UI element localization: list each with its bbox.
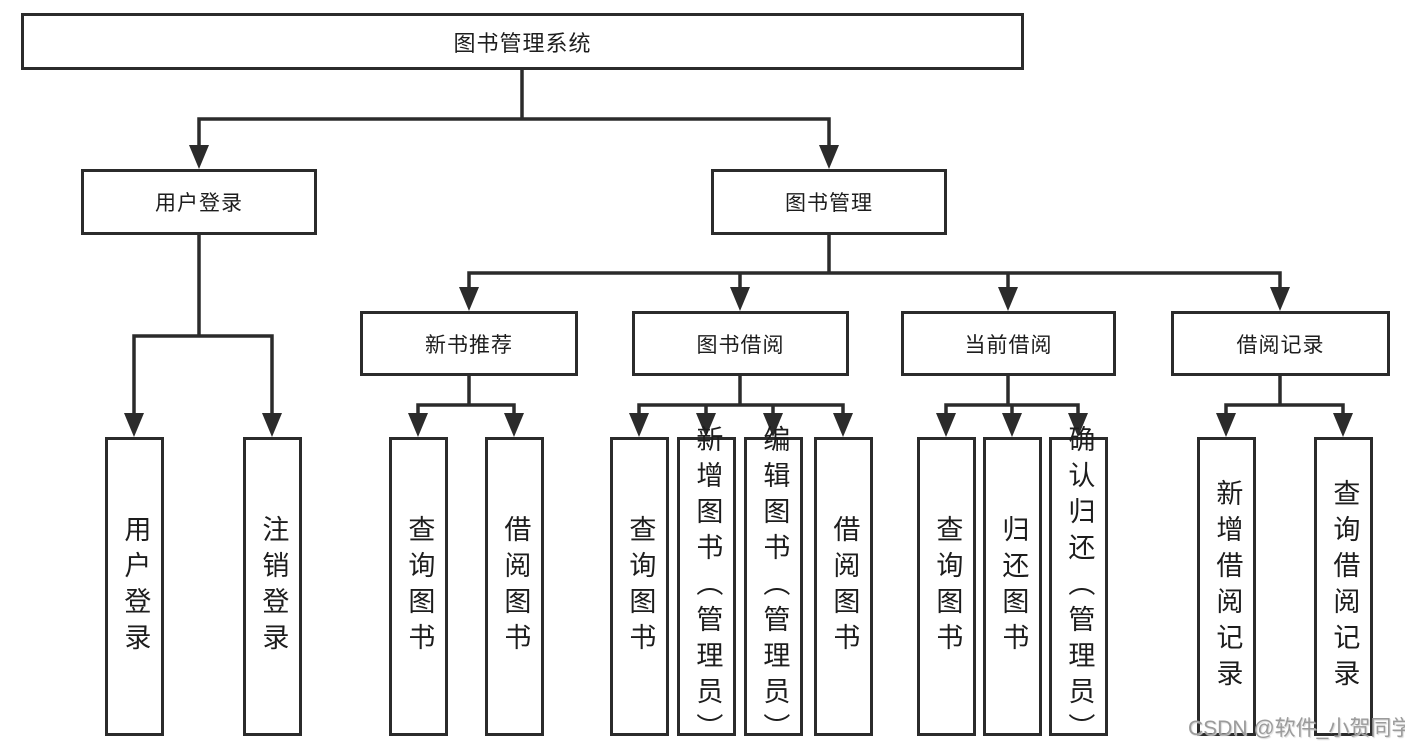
arrowhead [1002,413,1022,437]
arrowhead [936,413,956,437]
node-book-borrowing: 图书借阅 [632,311,849,376]
arrowhead [504,413,524,437]
node-edit-books-admin: 编辑图书（管理员） [744,425,803,747]
arrowhead [833,413,853,437]
node-label: 借阅图书 [500,514,531,659]
node-label: 借阅图书 [829,514,860,659]
node-borrowing-records: 借阅记录 [1171,311,1390,376]
node-add-borrow-record: 新增借阅记录 [1197,437,1256,736]
node-label: 用户登录 [155,192,243,215]
node-user-login-leaf: 用户登录 [105,437,164,736]
node-label: 新增图书（管理员） [692,424,723,747]
node-borrow-books-1: 借阅图书 [485,437,544,736]
node-label: 查询图书 [932,514,963,659]
node-label: 查询图书 [625,514,656,659]
node-query-borrow-record: 查询借阅记录 [1314,437,1373,736]
node-label: 当前借阅 [964,333,1053,357]
arrowhead [1068,413,1088,437]
node-current-borrowing: 当前借阅 [901,311,1116,376]
arrowhead [819,145,839,169]
arrowhead [730,287,750,311]
arrowhead [1216,413,1236,437]
connector-book-mgmt-branch [467,232,1282,291]
node-label: 图书管理系统 [453,30,592,56]
node-book-management: 图书管理 [711,169,947,235]
arrowhead [124,413,144,437]
node-logout: 注销登录 [243,437,302,736]
node-label: 归还图书 [998,514,1029,659]
arrowhead [1333,413,1353,437]
node-add-books-admin: 新增图书（管理员） [677,425,736,747]
node-query-books-2: 查询图书 [610,437,669,736]
connector-book-borrow-branch [637,373,845,417]
connector-user-login-branch [132,232,274,416]
node-label: 借阅记录 [1236,333,1325,357]
node-label: 查询借阅记录 [1329,478,1360,695]
node-return-books: 归还图书 [983,437,1042,736]
node-borrow-books-2: 借阅图书 [814,437,873,736]
node-label: 查询图书 [404,514,435,659]
node-label: 新增借阅记录 [1212,478,1243,695]
arrowhead [459,287,479,311]
node-label: 确认归还（管理员） [1064,424,1095,747]
arrowhead [1270,287,1290,311]
connector-new-book-rec-branch [416,373,516,417]
node-label: 用户登录 [120,514,151,659]
node-label: 注销登录 [258,514,289,659]
arrowhead [763,413,783,437]
arrowhead [998,287,1018,311]
arrowhead [408,413,428,437]
node-query-books-1: 查询图书 [389,437,448,736]
arrowhead [629,413,649,437]
node-label: 新书推荐 [425,333,513,357]
connector-borrow-records-branch [1224,373,1345,417]
node-user-login: 用户登录 [81,169,317,235]
arrowhead [189,145,209,169]
node-label: 图书借阅 [696,333,785,357]
node-query-books-3: 查询图书 [917,437,976,736]
node-label: 图书管理 [785,192,873,215]
arrowhead [696,413,716,437]
watermark-text: CSDN @软件_小贺同学 [1188,717,1405,740]
connector-root-branch [197,67,831,148]
node-library-management-system: 图书管理系统 [21,13,1024,70]
connector-current-borrow-branch [944,373,1080,417]
arrowhead [262,413,282,437]
node-confirm-return-admin: 确认归还（管理员） [1049,425,1108,747]
node-new-book-recommendation: 新书推荐 [360,311,578,376]
node-label: 编辑图书（管理员） [759,424,790,747]
